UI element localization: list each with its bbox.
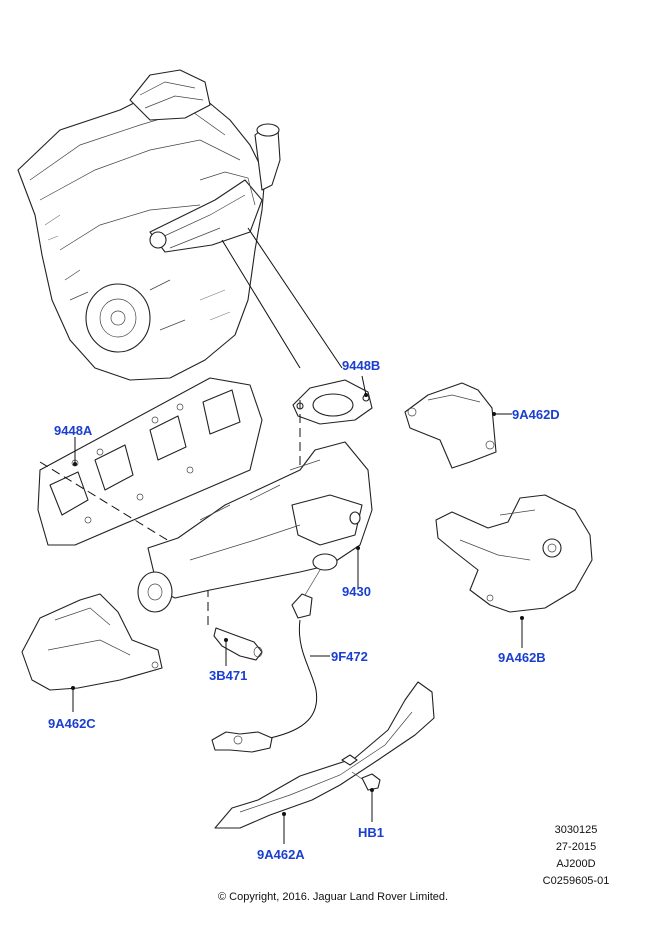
bolt-hb1-illustration: [351, 771, 381, 791]
callout-9f472[interactable]: 9F472: [331, 649, 368, 664]
gasket-9448b-illustration: [292, 379, 373, 425]
heatshield-9a462c-illustration: [21, 593, 163, 691]
reference-code-4: C0259605-01: [542, 875, 610, 887]
exhaust-manifold-9430-illustration: [137, 441, 373, 613]
callout-9430[interactable]: 9430: [342, 584, 371, 599]
heatshield-9a462d-illustration: [404, 382, 497, 469]
reference-code-3: AJ200D: [556, 858, 596, 870]
callout-9a462a[interactable]: 9A462A: [257, 847, 305, 862]
callout-hb1[interactable]: HB1: [358, 825, 385, 840]
reference-code-1: 3030125: [554, 824, 598, 836]
heatshield-9a462b-illustration: [435, 494, 593, 613]
engine-assembly-illustration: [17, 69, 281, 381]
callout-9a462d[interactable]: 9A462D: [512, 407, 560, 422]
callout-9a462c[interactable]: 9A462C: [48, 716, 96, 731]
stud-3b471-illustration: [213, 627, 263, 661]
gasket-9448a-illustration: [37, 377, 263, 546]
callout-9448a[interactable]: 9448A: [54, 423, 93, 438]
heatshield-9a462a-illustration: [214, 681, 435, 829]
callout-9448b[interactable]: 9448B: [342, 358, 381, 373]
reference-code-2: 27-2015: [555, 841, 597, 853]
copyright-notice: © Copyright, 2016. Jaguar Land Rover Lim…: [218, 891, 449, 903]
sensor-9f472-illustration: [211, 569, 321, 753]
callout-9a462b[interactable]: 9A462B: [498, 650, 546, 665]
callout-3b471[interactable]: 3B471: [209, 668, 248, 683]
